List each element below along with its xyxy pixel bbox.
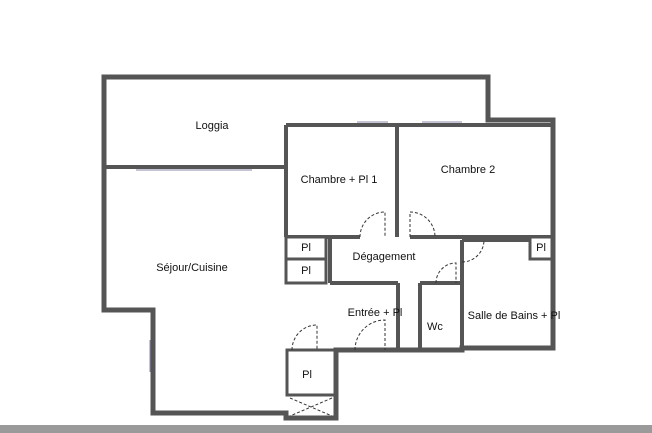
placard-4-box — [285, 348, 337, 397]
bottom-band — [0, 425, 652, 433]
room-label-wc: Wc — [427, 321, 443, 333]
room-label-chambre2: Chambre 2 — [441, 164, 495, 176]
door-placard4[interactable] — [291, 324, 318, 351]
room-label-degagement: Dégagement — [353, 251, 416, 263]
chambre2-wall — [397, 123, 553, 239]
room-label-entree: Entrée + Pl — [348, 307, 403, 319]
door-chambre1[interactable] — [359, 211, 386, 238]
door-entree[interactable] — [354, 319, 386, 351]
placard-3-box — [528, 235, 554, 261]
room-label-sejour: Séjour/Cuisine — [156, 262, 228, 274]
door-chambre2[interactable] — [409, 211, 436, 238]
room-label-chambre1: Chambre + Pl 1 — [301, 174, 378, 186]
placard-4-hatch — [289, 397, 333, 417]
room-label-placard3: Pl — [536, 242, 546, 254]
room-label-placard4: Pl — [302, 369, 312, 381]
room-label-placard1: Pl — [301, 242, 311, 254]
room-label-placard2: Pl — [301, 265, 311, 277]
room-label-loggia: Loggia — [195, 120, 229, 132]
room-label-sdb: Salle de Bains + Pl — [468, 310, 561, 322]
chambre1-wall — [284, 123, 399, 239]
degagement-wall — [330, 240, 464, 350]
door-wc[interactable] — [435, 262, 457, 284]
placard-2-box — [284, 257, 328, 285]
door-sdb[interactable] — [461, 239, 485, 263]
